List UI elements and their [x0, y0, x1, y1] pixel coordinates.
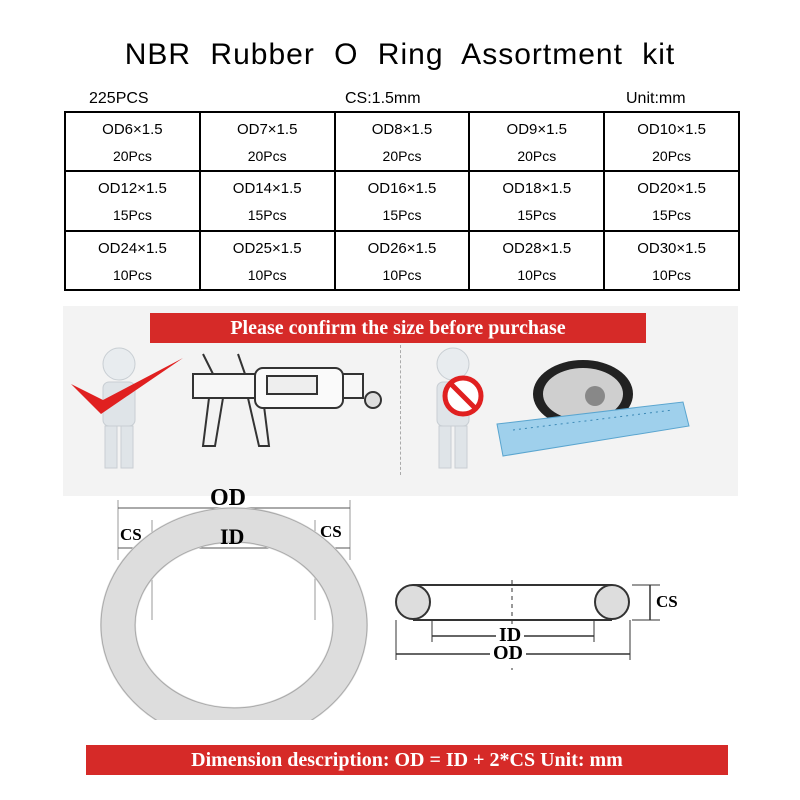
ring-quantity: 15Pcs [382, 207, 422, 224]
banner-divider [400, 345, 401, 475]
ring-size: OD26×1.5 [367, 239, 437, 257]
cs-label-right: CS [320, 522, 342, 541]
ring-quantity: 20Pcs [112, 148, 152, 164]
size-cell: OD10×1.5 20Pcs [603, 110, 740, 173]
ring-quantity: 10Pcs [652, 266, 692, 283]
ring-quantity: 20Pcs [247, 148, 287, 164]
person-figure-icon [102, 347, 136, 469]
ring-size: OD28×1.5 [502, 239, 572, 257]
ring-quantity: 15Pcs [247, 207, 287, 224]
dimension-description-banner: Dimension description: OD = ID + 2*CS Un… [86, 745, 728, 775]
size-cell: OD18×1.5 15Pcs [468, 170, 606, 232]
ring-quantity: 10Pcs [247, 266, 287, 283]
ring-size: OD9×1.5 [506, 121, 568, 138]
cross-section-spec: CS:1.5mm [345, 90, 421, 107]
size-cell: OD7×1.5 20Pcs [198, 110, 336, 173]
ruler-icon [496, 401, 690, 457]
ring-size: OD10×1.5 [637, 121, 706, 138]
size-cell: OD16×1.5 15Pcs [333, 170, 471, 232]
od-label-section: OD [490, 642, 526, 665]
ring-size: OD14×1.5 [232, 180, 302, 198]
size-cell: OD6×1.5 20Pcs [64, 110, 201, 173]
oring-section-diagram [395, 580, 660, 670]
cs-label-left: CS [120, 525, 142, 544]
ring-size: OD12×1.5 [98, 180, 167, 198]
ring-size: OD6×1.5 [102, 121, 163, 138]
ring-quantity: 20Pcs [517, 148, 557, 164]
page-title: NBR Rubber O Ring Assortment kit [124, 38, 676, 71]
unit-label: Unit:mm [626, 90, 686, 107]
size-cell: OD30×1.5 10Pcs [603, 229, 740, 292]
ring-size: OD24×1.5 [98, 239, 167, 257]
ring-size: OD16×1.5 [367, 180, 437, 198]
ring-size: OD18×1.5 [502, 180, 572, 198]
checkmark-icon [71, 358, 183, 414]
ring-size: OD8×1.5 [371, 121, 433, 138]
size-cell: OD25×1.5 10Pcs [198, 229, 336, 292]
ring-size: OD7×1.5 [236, 121, 298, 138]
caliper-icon [192, 353, 382, 447]
id-label-section: ID [496, 624, 525, 647]
confirm-size-banner: Please confirm the size before purchase [150, 313, 646, 343]
ring-quantity: 10Pcs [112, 266, 152, 283]
ring-quantity: 15Pcs [517, 207, 557, 224]
size-cell: OD24×1.5 10Pcs [64, 229, 201, 292]
ring-size: OD20×1.5 [637, 180, 706, 198]
ring-size: OD30×1.5 [637, 239, 706, 257]
size-cell: OD14×1.5 15Pcs [198, 170, 336, 232]
ring-size: OD25×1.5 [232, 239, 302, 257]
pieces-count: 225PCS [89, 90, 149, 107]
ring-quantity: 20Pcs [382, 148, 422, 164]
cs-label-section: CS [656, 592, 678, 611]
ring-quantity: 10Pcs [382, 266, 422, 283]
prohibited-icon [442, 375, 484, 417]
banner-illustration [71, 347, 690, 469]
size-cell: OD9×1.5 20Pcs [468, 110, 606, 173]
ring-quantity: 15Pcs [652, 207, 692, 224]
size-cell: OD8×1.5 20Pcs [333, 110, 471, 173]
oring-front-diagram [100, 500, 368, 720]
ring-quantity: 20Pcs [652, 148, 692, 164]
od-label: OD [210, 485, 246, 511]
size-cell: OD12×1.5 15Pcs [64, 170, 201, 232]
size-cell: OD26×1.5 10Pcs [333, 229, 471, 292]
ring-quantity: 10Pcs [517, 266, 557, 283]
size-cell: OD20×1.5 15Pcs [603, 170, 740, 232]
ring-quantity: 15Pcs [112, 207, 152, 224]
size-cell: OD28×1.5 10Pcs [468, 229, 606, 292]
id-label: ID [220, 524, 245, 549]
